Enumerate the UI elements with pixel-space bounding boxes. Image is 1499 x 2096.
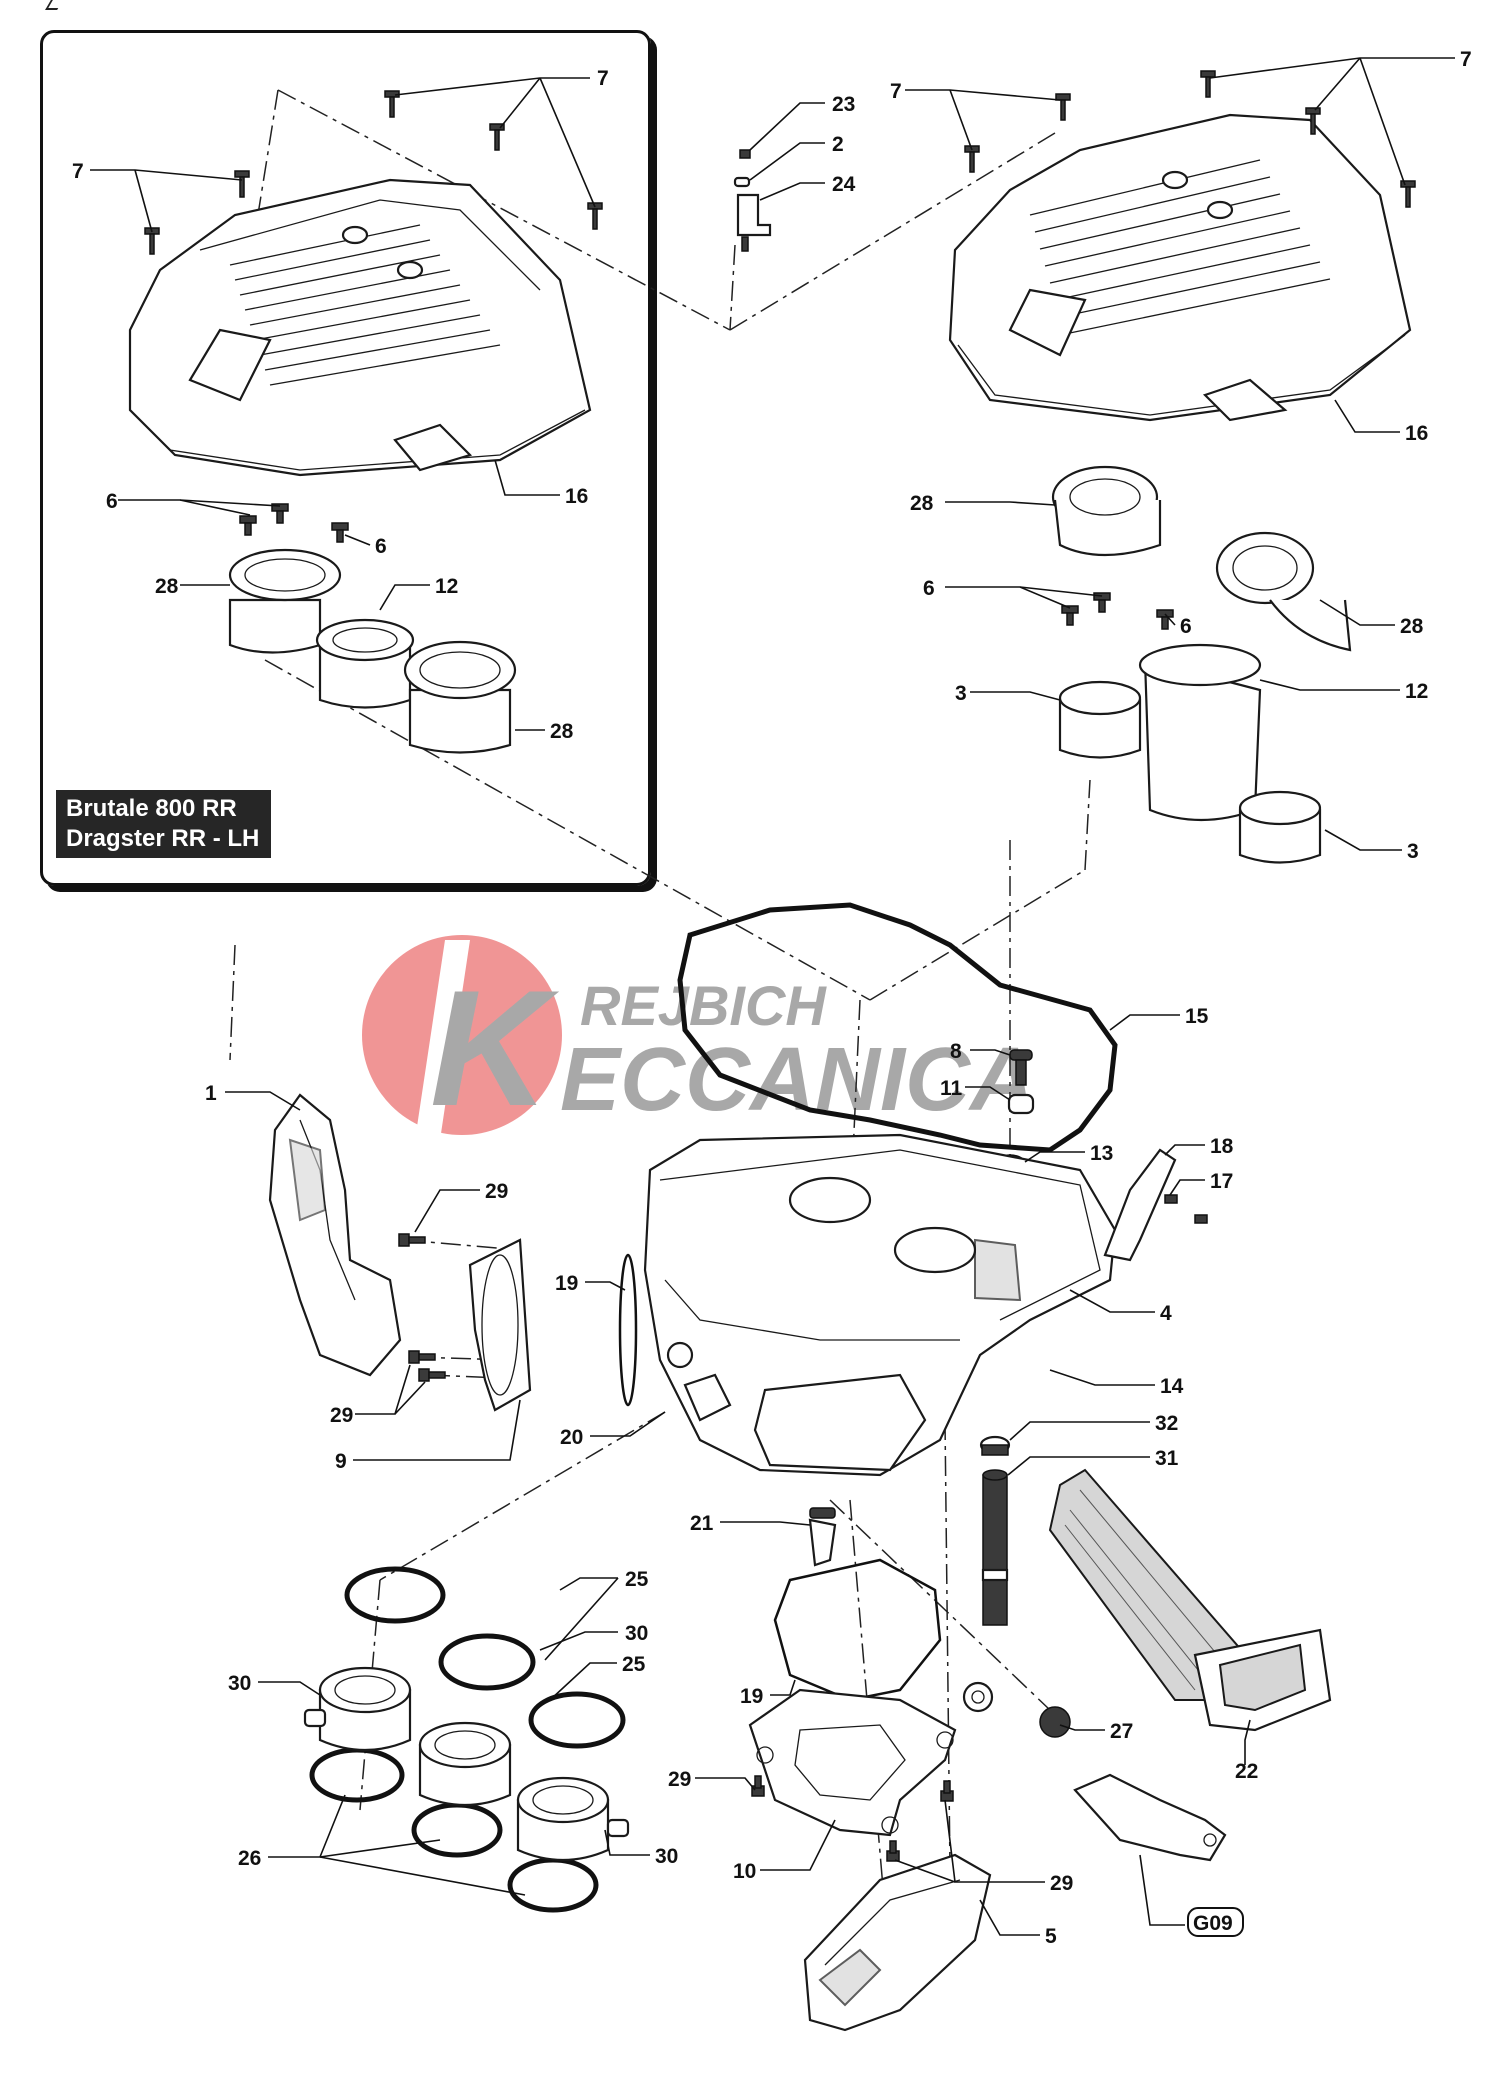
inset-screws-7 (144, 90, 603, 255)
left-intake-duct-1 (268, 1093, 402, 1377)
main-screws-6 (1061, 592, 1174, 630)
variant-line-1: Brutale 800 RR (66, 795, 237, 822)
callout-16: 16 (1405, 422, 1428, 445)
callout-14: 14 (1160, 1375, 1184, 1398)
callout-12: 12 (435, 575, 458, 598)
callout-29: 29 (330, 1404, 353, 1427)
valve-21 (808, 1507, 837, 1567)
callout-13: 13 (1090, 1142, 1113, 1165)
callout-labels: 7 7 16 6 6 28 12 28 23 2 24 7 7 16 28 6 … (72, 48, 1472, 1948)
callout-6: 6 (106, 490, 118, 513)
main-intake-boots (1051, 465, 1352, 652)
callout-20: 20 (560, 1426, 583, 1449)
o-ring-19-lower (773, 1558, 942, 1702)
callout-24: 24 (832, 173, 856, 196)
callout-7: 7 (890, 80, 902, 103)
main-airbox-cover (948, 113, 1412, 422)
callout-25: 25 (622, 1653, 646, 1676)
callout-19: 19 (555, 1272, 578, 1295)
o-rings-25 (344, 1566, 626, 1749)
main-cover-ribs (1029, 159, 1331, 335)
callout-18: 18 (1210, 1135, 1234, 1158)
bracket-g09 (1073, 1773, 1227, 1862)
inset-airbox-cover (128, 178, 592, 477)
callout-26: 26 (238, 1847, 261, 1870)
callout-28: 28 (155, 575, 179, 598)
callout-30: 30 (228, 1672, 251, 1695)
leader-lines (90, 57, 1455, 1936)
callout-28: 28 (1400, 615, 1424, 638)
screws-29-left (398, 1233, 446, 1382)
callout-2: 2 (832, 133, 844, 156)
callout-28: 28 (910, 492, 934, 515)
callout-22: 22 (1235, 1760, 1258, 1783)
watermark-line2: ECCANICA (560, 1030, 1035, 1130)
callout-23: 23 (832, 93, 855, 116)
callout-21: 21 (690, 1512, 714, 1535)
callout-31: 31 (1155, 1447, 1179, 1470)
watermark-line1: REJBICH (580, 974, 827, 1037)
watermark-logo: K REJBICH ECCANICA (362, 935, 1035, 1140)
reference-g09: G09 (1187, 1907, 1244, 1937)
grommets-27 (962, 1681, 1071, 1738)
callout-7: 7 (72, 160, 84, 183)
callout-17: 17 (1210, 1170, 1233, 1193)
callout-32: 32 (1155, 1412, 1178, 1435)
intake-boots-30 (303, 1666, 630, 1862)
flange-9 (468, 1238, 532, 1412)
callout-29: 29 (1050, 1872, 1073, 1895)
tube-31 (981, 1469, 1009, 1626)
callout-15: 15 (1185, 1005, 1209, 1028)
callout-30: 30 (625, 1622, 648, 1645)
callout-19: 19 (740, 1685, 763, 1708)
watermark-letter: K (430, 956, 560, 1140)
cover-5 (803, 1853, 992, 2032)
inset-screws-6 (239, 503, 349, 543)
bracket-18 (1103, 1148, 1208, 1262)
callout-6: 6 (375, 535, 387, 558)
callout-10: 10 (733, 1860, 756, 1883)
callout-1: 1 (205, 1082, 217, 1105)
variant-caption: Brutale 800 RR Dragster RR - LH (56, 790, 272, 858)
callout-7: 7 (597, 67, 609, 90)
callout-30: 30 (655, 1845, 678, 1868)
air-filter-22 (1048, 1468, 1332, 1732)
callout-29: 29 (668, 1768, 691, 1791)
callout-28: 28 (550, 720, 574, 743)
callout-16: 16 (565, 485, 588, 508)
screws-29-lower (751, 1775, 954, 1862)
main-clamps-and-shroud (1058, 643, 1322, 864)
variant-inset-panel (40, 30, 651, 886)
variant-line-2: Dragster RR - LH (66, 825, 260, 852)
inset-trumpets (228, 548, 517, 754)
gasket-15 (677, 902, 1118, 1153)
callout-3: 3 (1407, 840, 1419, 863)
callout-5: 5 (1045, 1925, 1057, 1948)
plate-10 (748, 1688, 957, 1837)
callout-3: 3 (955, 682, 967, 705)
callout-11: 11 (940, 1077, 963, 1100)
o-ring-19-left (618, 1253, 638, 1407)
callout-6: 6 (923, 577, 935, 600)
callout-7: 7 (1460, 48, 1472, 71)
callout-12: 12 (1405, 680, 1428, 703)
callout-4: 4 (1160, 1302, 1172, 1325)
callout-8: 8 (950, 1040, 962, 1063)
grommet-32 (979, 1435, 1011, 1456)
main-airbox-body (643, 1133, 1117, 1477)
reference-g09-label: G09 (1193, 1912, 1233, 1935)
callout-27: 27 (1110, 1720, 1133, 1743)
callout-9: 9 (335, 1450, 347, 1473)
cover-ribs (229, 224, 501, 386)
temperature-sensor-assembly (733, 149, 772, 252)
callout-6: 6 (1180, 615, 1192, 638)
callout-29: 29 (485, 1180, 508, 1203)
callout-25: 25 (625, 1568, 649, 1591)
